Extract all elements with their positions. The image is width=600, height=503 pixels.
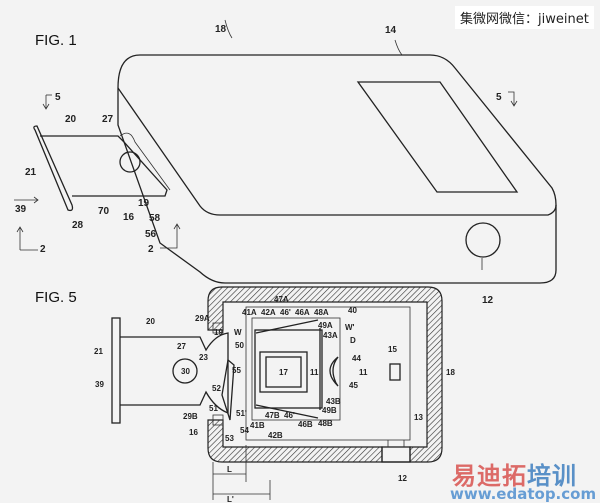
label: 49A — [318, 321, 333, 330]
label: 46B — [298, 420, 313, 429]
label: 27 — [102, 114, 114, 125]
label: 47B — [265, 411, 280, 420]
label: 45 — [349, 381, 358, 390]
label: 42B — [268, 431, 283, 440]
label: 5 — [496, 92, 502, 103]
label: 30 — [181, 367, 190, 376]
label: 20 — [146, 317, 155, 326]
watermark-top: 集微网微信：jiweinet — [455, 6, 594, 29]
dimension-lines — [212, 445, 271, 500]
fig1-title: FIG. 1 — [35, 32, 77, 49]
module-edges — [255, 319, 321, 419]
module-40 — [251, 317, 341, 421]
button[interactable] — [465, 222, 501, 258]
label: 15 — [388, 345, 397, 354]
device-body — [117, 54, 557, 284]
label: 2 — [148, 244, 154, 255]
label: 40 — [348, 306, 357, 315]
label: 29A — [195, 314, 210, 323]
label: L' — [227, 495, 234, 503]
label: 16 — [123, 212, 135, 223]
sim-tray-fig1 — [33, 125, 171, 212]
label: 54 — [240, 426, 249, 435]
label: 70 — [98, 206, 110, 217]
tray-hole — [119, 151, 141, 173]
label: 44 — [352, 354, 361, 363]
board-11 — [245, 306, 411, 441]
label: 11 — [310, 368, 319, 377]
label: 18 — [215, 24, 227, 35]
label: 19 — [138, 198, 150, 209]
fig1-labels: 18 14 5 5 20 27 21 39 70 28 19 16 58 56 … — [15, 24, 502, 306]
label: L — [227, 465, 232, 474]
label: 46' — [284, 411, 295, 420]
label: 56 — [145, 229, 157, 240]
watermark-bottom: 易迪拓培训 — [452, 456, 577, 491]
label: 13 — [414, 413, 423, 422]
sensor-inner — [265, 356, 302, 388]
label: 48B — [318, 419, 333, 428]
lever-52 — [221, 358, 235, 421]
label: 5 — [55, 92, 61, 103]
label: 12 — [398, 474, 407, 483]
component-15 — [389, 363, 401, 381]
label: 46' — [280, 308, 291, 317]
label: 23 — [199, 353, 208, 362]
label: 51 — [209, 404, 218, 413]
label: D — [350, 336, 356, 345]
watermark-blue: 培训 — [527, 462, 577, 490]
label: 27 — [177, 342, 186, 351]
label: 55 — [232, 366, 241, 375]
label: 43A — [323, 331, 338, 340]
label: 43B — [326, 397, 341, 406]
frame — [254, 329, 323, 409]
housing-18 — [207, 286, 443, 463]
label: 11 — [359, 368, 368, 377]
label: 19 — [214, 328, 223, 337]
label: 21 — [94, 347, 103, 356]
label: 42A — [261, 308, 276, 317]
label: 41A — [242, 308, 257, 317]
display-screen — [356, 81, 519, 193]
label: 48A — [314, 308, 329, 317]
label: 47A — [274, 295, 289, 304]
label: 39 — [95, 380, 104, 389]
fig5-labels: 20 29A 19 27 23 21 30 39 29B 16 51 52 55… — [94, 295, 455, 503]
fig5-title: FIG. 5 — [35, 289, 77, 306]
fig1-arrows — [14, 19, 518, 270]
label: 17 — [279, 368, 288, 377]
sensor-17 — [259, 351, 308, 393]
label: 12 — [482, 295, 494, 306]
label: 29B — [183, 412, 198, 421]
label: 39 — [15, 204, 27, 215]
label: 20 — [65, 114, 77, 125]
label: 18 — [446, 368, 455, 377]
label: 41B — [250, 421, 265, 430]
label: 2 — [40, 244, 46, 255]
label: 46A — [295, 308, 310, 317]
label: 28 — [72, 220, 84, 231]
watermark-red: 易迪拓 — [452, 462, 527, 490]
label: 14 — [385, 25, 397, 36]
label: 51' — [236, 409, 247, 418]
label: 50 — [235, 341, 244, 350]
watermark-url: www.edatop.com — [450, 485, 597, 503]
label: 49B — [322, 406, 337, 415]
connector-44 — [329, 356, 339, 387]
label: 58 — [149, 213, 161, 224]
label: 53 — [225, 434, 234, 443]
label: W' — [345, 323, 355, 332]
label: W — [234, 328, 242, 337]
label: 16 — [189, 428, 198, 437]
sim-tray-fig5 — [111, 317, 229, 424]
label: 21 — [25, 167, 37, 178]
label: 52 — [212, 384, 221, 393]
